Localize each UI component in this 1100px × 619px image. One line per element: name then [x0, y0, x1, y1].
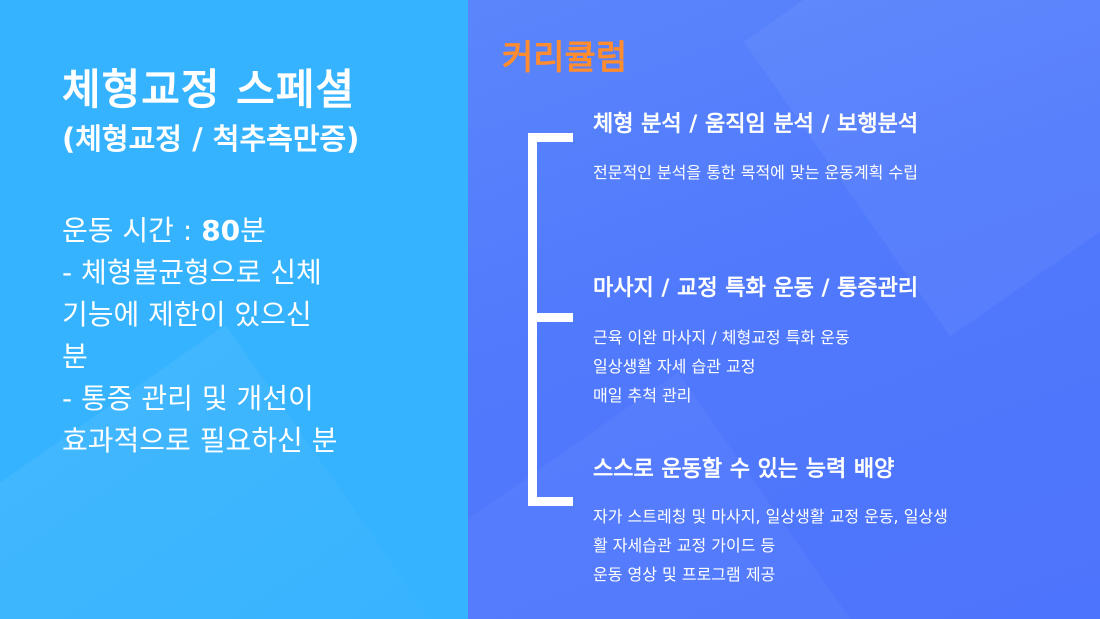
right-panel — [468, 0, 1100, 619]
target-line: 효과적으로 필요하신 분 — [62, 424, 338, 457]
section-desc-line: 운동 영상 및 프로그램 제공 — [593, 565, 776, 584]
section-desc-line: 근육 이완 마사지 / 체형교정 특화 운동 — [593, 328, 850, 347]
timeline-tick — [528, 313, 573, 322]
target-line: 분 — [62, 340, 88, 373]
section-desc-self-training: 자가 스트레칭 및 마사지, 일상생활 교정 운동, 일상생 활 자세습관 교정… — [593, 502, 1043, 589]
section-desc-line: 자가 스트레칭 및 마사지, 일상생활 교정 운동, 일상생 — [593, 507, 948, 526]
section-desc-line: 전문적인 분석을 통한 목적에 맞는 운동계획 수립 — [593, 163, 918, 182]
section-desc-line: 활 자세습관 교정 가이드 등 — [593, 536, 776, 555]
section-heading-analysis: 체형 분석 / 움직임 분석 / 보행분석 — [593, 112, 919, 137]
section-desc-line: 일상생활 자세 습관 교정 — [593, 357, 756, 376]
exercise-time: 운동 시간 : 80분 — [62, 210, 402, 252]
target-line: - 체형불균형으로 신체 — [62, 256, 322, 289]
exercise-time-value: 80 — [201, 214, 241, 247]
exercise-time-label: 운동 시간 : — [62, 214, 202, 247]
section-heading-massage: 마사지 / 교정 특화 운동 / 통증관리 — [593, 276, 919, 301]
exercise-time-unit: 분 — [240, 214, 266, 247]
target-line: 기능에 제한이 있으신 — [62, 298, 312, 331]
timeline-tick — [528, 133, 573, 142]
target-line: - 통증 관리 및 개선이 — [62, 382, 314, 415]
program-info: 운동 시간 : 80분 - 체형불균형으로 신체 기능에 제한이 있으신 분 -… — [62, 210, 402, 462]
section-desc-massage: 근육 이완 마사지 / 체형교정 특화 운동 일상생활 자세 습관 교정 매일 … — [593, 323, 1043, 410]
section-desc-line: 매일 추척 관리 — [593, 386, 692, 405]
left-panel — [0, 0, 468, 619]
timeline-tick — [528, 497, 573, 506]
curriculum-title: 커리큘럼 — [502, 38, 628, 78]
section-heading-self-training: 스스로 운동할 수 있는 능력 배양 — [593, 457, 895, 482]
program-title: 체형교정 스페셜 — [62, 65, 356, 114]
program-subtitle: (체형교정 / 척추측만증) — [62, 122, 360, 156]
section-desc-analysis: 전문적인 분석을 통한 목적에 맞는 운동계획 수립 — [593, 158, 1043, 187]
